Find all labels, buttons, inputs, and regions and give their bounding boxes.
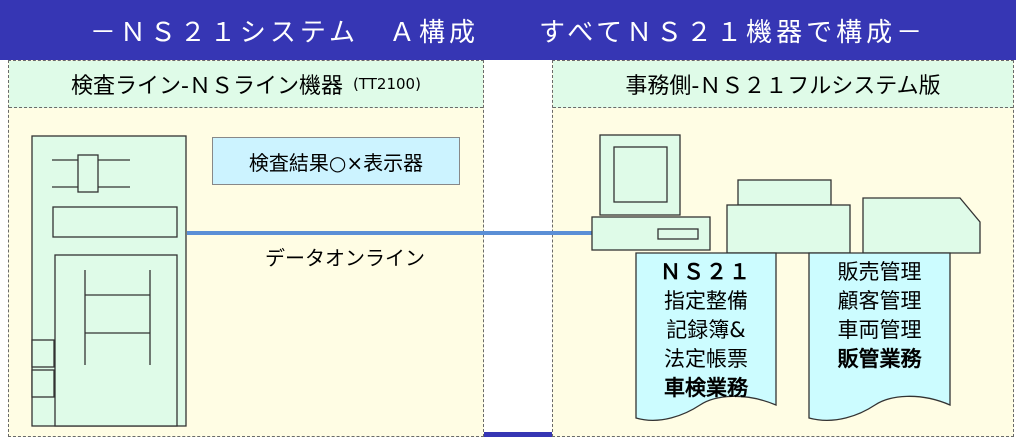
- doc2-line2: 顧客管理: [837, 289, 922, 313]
- panel-gap-footer: [484, 432, 552, 437]
- right-panel-header: 事務側-ＮＳ２１フルシステム版: [553, 61, 1013, 108]
- computer-icon: [591, 134, 711, 251]
- scanner-icon: [862, 197, 981, 254]
- left-panel-title: 検査ライン-ＮＳライン機器: [71, 74, 343, 99]
- doc2-line4: 販管業務: [837, 347, 922, 371]
- doc1-line1: ＮＳ２１: [660, 260, 752, 284]
- left-panel-model: (TT2100): [353, 75, 421, 93]
- document-shape-shaken: [635, 252, 777, 421]
- document-shaken-text: ＮＳ２１ 指定整備 記録簿& 法定帳票 車検業務: [636, 258, 776, 403]
- result-display-label: 検査結果○×表示器: [248, 150, 424, 175]
- diagram-title: －ＮＳ２１システム Ａ構成 すべてＮＳ２１機器で構成－: [89, 17, 927, 48]
- title-bar: －ＮＳ２１システム Ａ構成 すべてＮＳ２１機器で構成－: [0, 0, 1016, 60]
- document-hankan-text: 販売管理 顧客管理 車両管理 販管業務: [809, 258, 950, 374]
- inspection-machine-icon: [31, 135, 187, 427]
- right-panel-title: 事務側-ＮＳ２１フルシステム版: [625, 74, 941, 99]
- left-panel-header: 検査ライン-ＮＳライン機器 (TT2100): [9, 61, 483, 108]
- connector-label: データオンライン: [265, 246, 425, 270]
- printer-icon: [726, 179, 851, 254]
- doc1-line4: 法定帳票: [664, 347, 748, 371]
- doc1-line3: 記録簿&: [666, 318, 746, 342]
- document-shape-hankan: [808, 252, 951, 421]
- doc2-line1: 販売管理: [837, 260, 922, 284]
- result-display-badge: 検査結果○×表示器: [212, 137, 460, 185]
- panel-gap: [484, 60, 552, 437]
- doc1-line2: 指定整備: [664, 289, 748, 313]
- doc2-line3: 車両管理: [837, 318, 922, 342]
- doc1-line5: 車検業務: [664, 376, 748, 400]
